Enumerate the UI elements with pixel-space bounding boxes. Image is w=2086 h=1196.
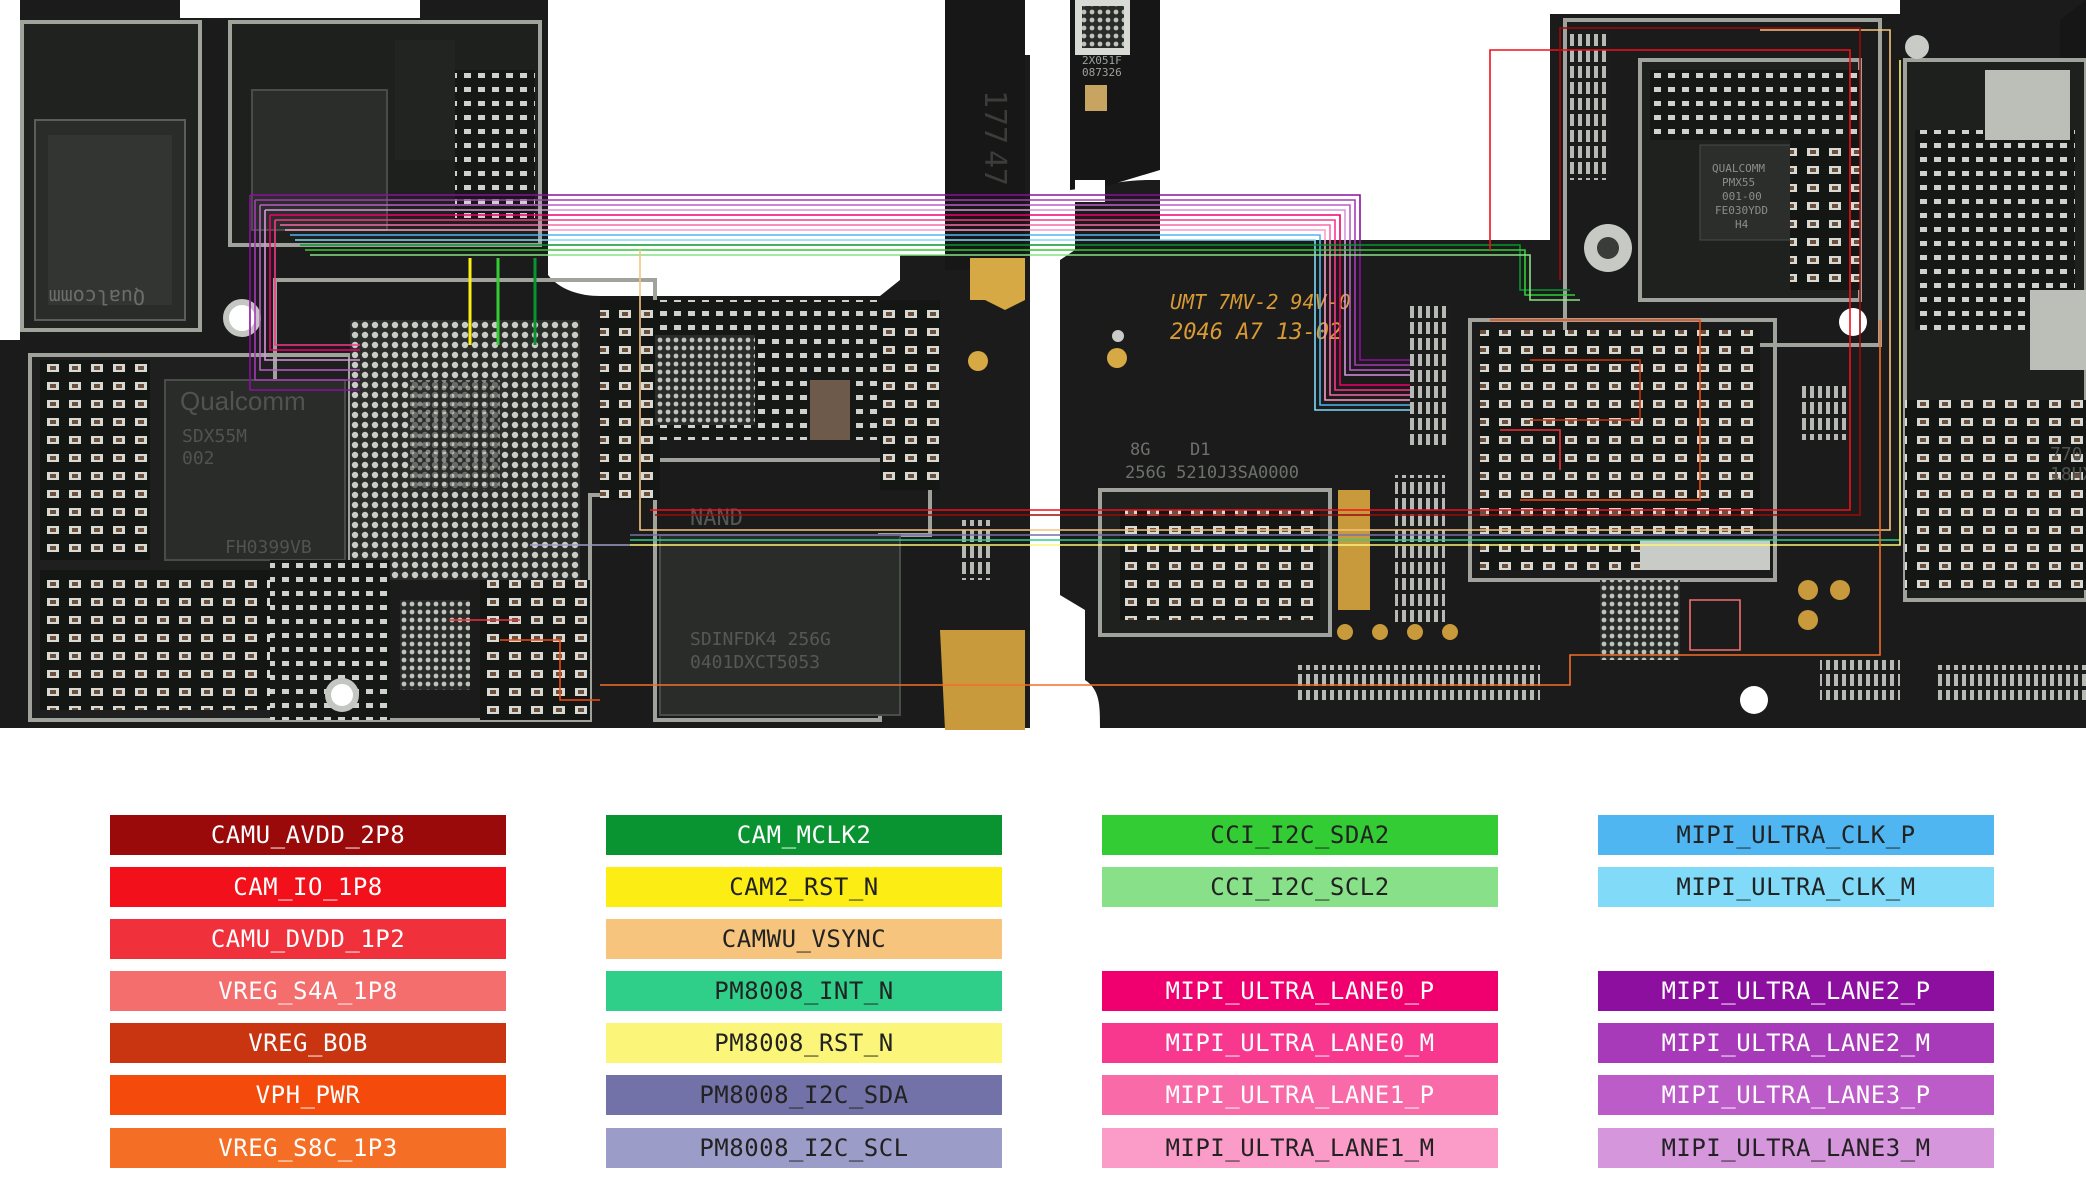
legend-item: PM8008_RST_N [606,1023,1002,1063]
legend-item: PM8008_I2C_SDA [606,1075,1002,1115]
edge-code-2: 18HX [2050,464,2086,485]
nand-line-1: SDINFDK4 256G [690,629,831,650]
right-board-line-1: UMT 7MV-2 94V-0 [1170,290,1351,314]
legend-item: CAM_IO_1P8 [110,867,506,907]
qr-text-1: 2X051F [1082,54,1122,67]
legend-item: CCI_I2C_SCL2 [1102,867,1498,907]
right-board: 2X051F 087326 QUALCOMM PMX55 001-00 FE03… [1056,0,2086,728]
modem-lot: FH0399VB [225,537,312,558]
legend-item: MIPI_ULTRA_LANE0_P [1102,971,1498,1011]
ram-label-2: D1 [1190,440,1210,460]
modem-model: SDX55M [182,426,247,447]
legend-item: MIPI_ULTRA_CLK_P [1598,815,1994,855]
legend-item: MIPI_ULTRA_CLK_M [1598,867,1994,907]
legend-item: PM8008_INT_N [606,971,1002,1011]
modem-code: 002 [182,448,215,469]
right-board-line-2: 2046 A7 13-02 [1170,320,1342,345]
left-board-label: Qualcomm [49,285,145,309]
pmic-model: PMX55 [1722,176,1755,189]
legend-item: MIPI_ULTRA_LANE1_M [1102,1128,1498,1168]
pmic-code: 001-00 [1722,190,1762,203]
flex-number-1: 177 [977,90,1012,144]
legend-item: MIPI_ULTRA_LANE3_M [1598,1128,1994,1168]
mipi-traces [249,194,1410,411]
legend-item: VREG_S4A_1P8 [110,971,506,1011]
legend-item: MIPI_ULTRA_LANE1_P [1102,1075,1498,1115]
nand-line-2: 0401DXCT5053 [690,652,820,673]
legend-item: CCI_I2C_SDA2 [1102,815,1498,855]
pmic-lot: FE030YDD [1715,204,1768,217]
legend-item: VREG_BOB [110,1023,506,1063]
legend-item: CAMU_DVDD_1P2 [110,919,506,959]
left-board: 177 47 Qualcomm Qualcomm SDX55M 002 FH03… [0,0,1044,735]
pmic-brand: QUALCOMM [1712,162,1765,175]
storage-label: 256G 5210J3SA0000 [1125,463,1299,483]
legend-item: VPH_PWR [110,1075,506,1115]
legend-item: VREG_S8C_1P3 [110,1128,506,1168]
legend-item: CAM2_RST_N [606,867,1002,907]
legend-item: PM8008_I2C_SCL [606,1128,1002,1168]
qr-text-2: 087326 [1082,66,1122,79]
legend-item: MIPI_ULTRA_LANE2_M [1598,1023,1994,1063]
power-traces [450,27,1881,701]
legend-item: CAM_MCLK2 [606,815,1002,855]
pcb-board-photo: 177 47 Qualcomm Qualcomm SDX55M 002 FH03… [0,0,2086,735]
legend-item: CAMWU_VSYNC [606,919,1002,959]
pmic-rev: H4 [1735,218,1749,231]
flex-number-2: 47 [977,150,1012,186]
legend-item: MIPI_ULTRA_LANE0_M [1102,1023,1498,1063]
ram-label-1: 8G [1130,440,1150,460]
edge-code-1: 770 [2050,444,2083,465]
legend-item: MIPI_ULTRA_LANE3_P [1598,1075,1994,1115]
control-traces [300,29,1901,546]
net-traces [249,27,1901,701]
modem-brand: Qualcomm [180,386,306,416]
legend-item: CAMU_AVDD_2P8 [110,815,506,855]
legend-item: MIPI_ULTRA_LANE2_P [1598,971,1994,1011]
board-illustration: 177 47 Qualcomm Qualcomm SDX55M 002 FH03… [0,0,2086,735]
